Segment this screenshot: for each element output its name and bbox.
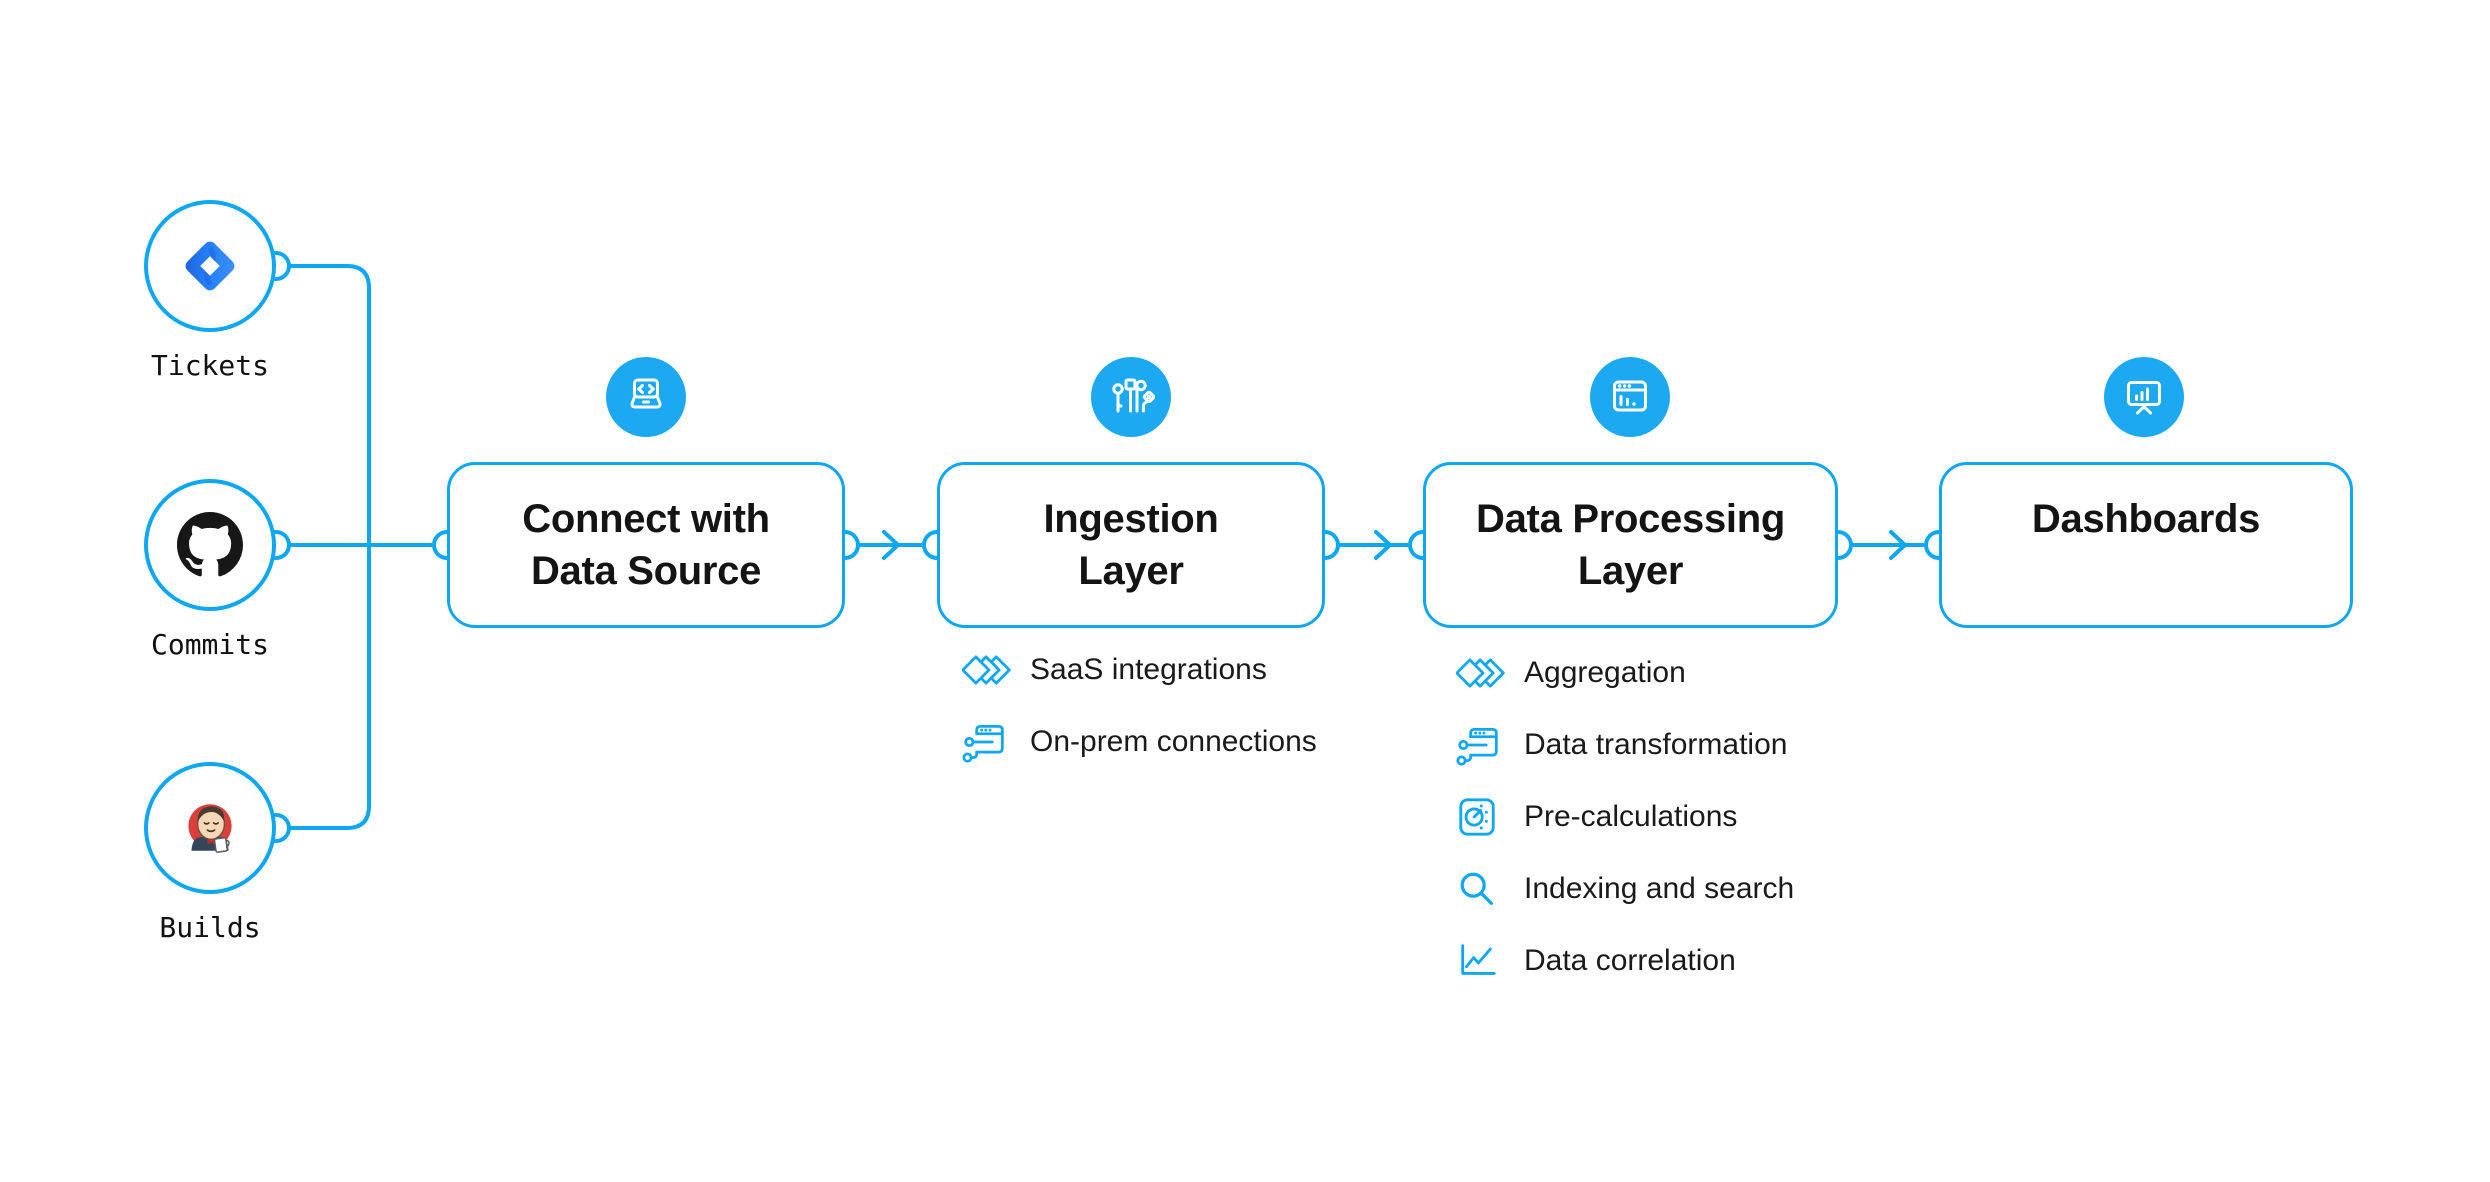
stage-box-connect: Connect with Data Source [447, 462, 845, 628]
stage-badge-connect [606, 357, 686, 437]
stage-title-line: Dashboards [2031, 497, 2261, 541]
circuit-icon [1112, 378, 1155, 413]
stage-badge-processing [1590, 357, 1670, 437]
stage-title-line: Ingestion [1043, 497, 1219, 541]
window-sliders-icon [962, 720, 1016, 764]
stage-title-line: Data Processing [1476, 497, 1785, 541]
list-item-label: Pre-calculations [1524, 800, 1738, 833]
diamonds-icon [1456, 657, 1510, 689]
list-item-label: Aggregation [1524, 656, 1686, 689]
list-item: SaaS integrations [962, 634, 1317, 706]
list-item: Indexing and search [1456, 853, 1794, 925]
stage-title-line: Connect with [522, 497, 770, 541]
stage-box-ingestion: Ingestion Layer [937, 462, 1325, 628]
arrowhead-1 [882, 530, 900, 560]
gauge-icon [1456, 795, 1510, 839]
window-sliders-icon [1456, 723, 1510, 767]
source-label-builds: Builds [159, 911, 261, 944]
stage-badge-ingestion [1091, 357, 1171, 437]
list-item-label: Indexing and search [1524, 872, 1795, 905]
source-label-commits: Commits [150, 628, 269, 661]
source-node-tickets [144, 200, 276, 332]
search-icon [1456, 868, 1510, 910]
stage-title-line: Layer [1078, 549, 1184, 593]
list-item-label: Data transformation [1524, 728, 1788, 761]
list-item: On-prem connections [962, 706, 1317, 778]
arrowhead-3 [1889, 530, 1907, 560]
browser-chart-icon [1613, 380, 1647, 412]
github-icon [177, 512, 243, 577]
arrowhead-2 [1374, 530, 1392, 560]
list-item: Aggregation [1456, 637, 1794, 709]
stage-title-line: Data Source [530, 549, 762, 593]
jira-icon [185, 241, 235, 291]
stage-title-line: Layer [1577, 549, 1684, 593]
source-node-builds [144, 762, 276, 894]
laptop-code-icon [630, 378, 662, 409]
list-item: Data transformation [1456, 709, 1794, 781]
processing-feature-list: Aggregation Data transformation [1456, 637, 1794, 997]
line-chart-icon [1456, 940, 1510, 982]
list-item-label: On-prem connections [1030, 725, 1317, 758]
stage-badge-dashboards [2104, 357, 2184, 437]
jenkins-icon [188, 804, 232, 853]
list-item: Data correlation [1456, 925, 1794, 997]
stage-box-processing: Data Processing Layer [1423, 462, 1838, 628]
list-item-label: Data correlation [1524, 944, 1736, 977]
list-item-label: SaaS integrations [1030, 653, 1267, 686]
source-node-commits [144, 479, 276, 611]
presentation-chart-icon [2127, 381, 2161, 415]
ingestion-feature-list: SaaS integrations On-prem connections [962, 634, 1317, 778]
list-item: Pre-calculations [1456, 781, 1794, 853]
diamonds-icon [962, 654, 1016, 686]
stage-box-dashboards: Dashboards [1939, 462, 2353, 628]
source-label-tickets: Tickets [150, 349, 269, 382]
